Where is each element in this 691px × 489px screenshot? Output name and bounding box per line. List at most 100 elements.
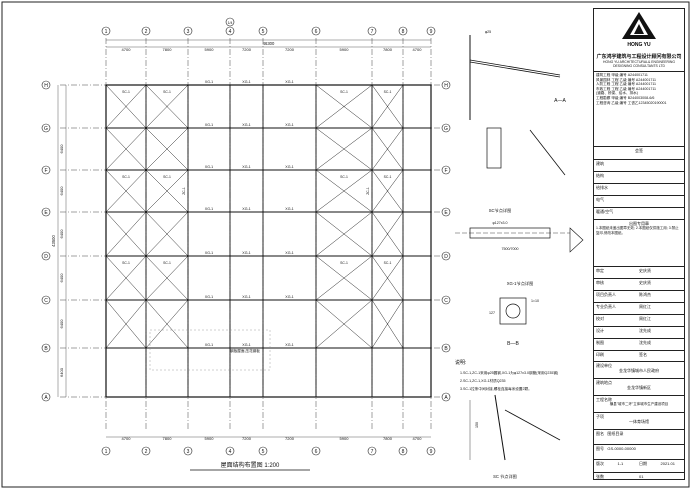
brace-line [315,211,373,257]
brace-label: SC-1 [163,90,171,94]
brace-line [315,84,373,129]
axis-label-bottom: 3 [187,449,190,455]
plan-outline [105,84,432,398]
dim-text-top: 7800 [383,47,393,52]
people-row: 项目负责人陈鸿杰 [594,291,684,303]
sign-row: 建筑 [594,160,684,172]
brace-line [105,211,147,257]
license-line: 建筑工程 甲级 编号 A244001711 [596,73,648,77]
detail-bb-title: B—B [507,341,519,347]
beam-label: XG-1 [205,251,213,255]
beam-label: XG-1 [242,343,250,347]
axis-bubble-bottom [426,446,436,456]
dim-text-left: 6400 [59,319,64,329]
brace-label: SC-1 [163,175,171,179]
dim-total-left: 43500 [51,235,56,247]
beam-label: XG-1 [242,80,250,84]
detail-sc-plate [486,127,502,169]
axis-label-bottom: 1 [105,449,108,455]
axis-label-bottom: 5 [262,449,265,455]
axis-bubble-bottom [311,446,321,456]
detail-sc-rod [529,129,566,176]
sign-row: 电气 [594,196,684,208]
axis-bubble-right [441,207,451,217]
location-row: 建筑地点金龙华镇新区 [594,379,684,396]
company-name-en: HONG YU ARCHITECTURAL& ENGINEERING DESIG… [603,60,675,68]
dim-text-top: 7800 [163,47,173,52]
dim-text-top: 4700 [122,47,132,52]
dim-text-bottom: 5900 [340,436,350,441]
subproject-value: 一体育场馆 [629,419,649,424]
axis-bubble-bottom [258,446,268,456]
license-list: 建筑工程 甲级 编号 A244001711 风景园林 工程 乙级 编号 A244… [594,72,684,147]
people-row: 审核史庆贤 [594,279,684,291]
axis-bubble-right [441,165,451,175]
axis-bubble-right [441,251,451,261]
brace-line [315,299,373,349]
license-line: (道路、桥梁、给水、排水) [596,91,638,96]
detail-xg-end [569,227,584,253]
joint-rod [504,409,561,441]
axis-bubble-top [367,26,377,36]
axis-bubble-right [441,123,451,133]
rod-label: ZC-1 [366,187,370,195]
axis-label-right: H [444,83,448,89]
axis-bubble-right [441,295,451,305]
company-name-cn: 广东鸿宇建筑与工程设计顾问有限公司 [596,54,682,60]
brace-line [371,255,404,301]
beam-label: XG-1 [285,295,293,299]
beam-label: XG-1 [205,80,213,84]
joint-dim: 150 [475,422,479,428]
axis-label-left: B [44,346,48,352]
detail-dim: 7500/7000 [502,247,519,251]
axis-bubble-top [311,26,321,36]
axis-bubble-top [101,26,111,36]
dim-text-left: 6400 [59,367,64,377]
brace-line [371,169,404,213]
stamp-note: 1.本图纸未盖出图章无效; 2.本图纸仅供施工用; 3.禁止复印,修改本图纸。 [596,226,679,235]
beam-label: XG-1 [285,80,293,84]
detail-rod-dim: φ25 [485,30,491,34]
joint-title: SC 节点详图 [493,473,517,480]
brace-label: SC-1 [384,90,392,94]
axis-bubble-left [41,123,51,133]
axis-label-right: C [444,298,448,304]
client-value: 金龙华镇城市人民政府 [619,368,659,373]
license-line: 人防工程 工程 乙级 编号 A244001711 [596,82,657,87]
brace-line [371,299,404,349]
dim-text-bottom: 5900 [205,436,215,441]
note-line: 1.SC-1,ZC-1采用φ25圆钢,XG-1为φ127x3.0钢管(采用Q23… [460,370,558,375]
axis-label-special: 1/4 [228,21,233,25]
license-line: 市政工程 工程 乙级 编号 A244001711 [596,86,657,91]
axis-label-bottom: 8 [402,449,405,455]
axis-label-right: F [444,168,447,174]
axis-label-bottom: 7 [371,449,374,455]
drawing-no-value: GS-0000-00000 [607,446,636,451]
dim-text-bottom: 4700 [413,436,423,441]
dim-text-top: 7200 [242,47,252,52]
brace-line [145,84,189,129]
dim-text-left: 6400 [59,186,64,196]
axis-bubble-left [41,80,51,90]
brace-label: SC-1 [122,261,130,265]
beam-label: XG-1 [285,343,293,347]
dim-text-bottom: 4700 [122,436,132,441]
axis-bubble-top [398,26,408,36]
detail-dim-b: 1=10 [531,299,539,303]
subproject-row: 子项一体育场馆 [594,413,684,430]
people-row: 校对周红江 [594,315,684,327]
axis-label-left: D [44,254,48,260]
logo-text: HONG YU [627,42,651,48]
axis-label-top: 5 [262,29,265,35]
hatch-area [149,329,271,371]
axis-label-left: H [44,83,48,89]
note-line: 2.SC-1,ZC-1,XG-1材质Q235 [460,378,506,383]
axis-bubble-top [183,26,193,36]
seal-row: 印刷签名 [594,351,684,362]
axis-label-top: 7 [371,29,374,35]
axis-label-left: G [44,126,48,132]
drawing-title: 屋面结构布置图 1:200 [221,461,280,469]
brace-label: SC-1 [340,261,348,265]
